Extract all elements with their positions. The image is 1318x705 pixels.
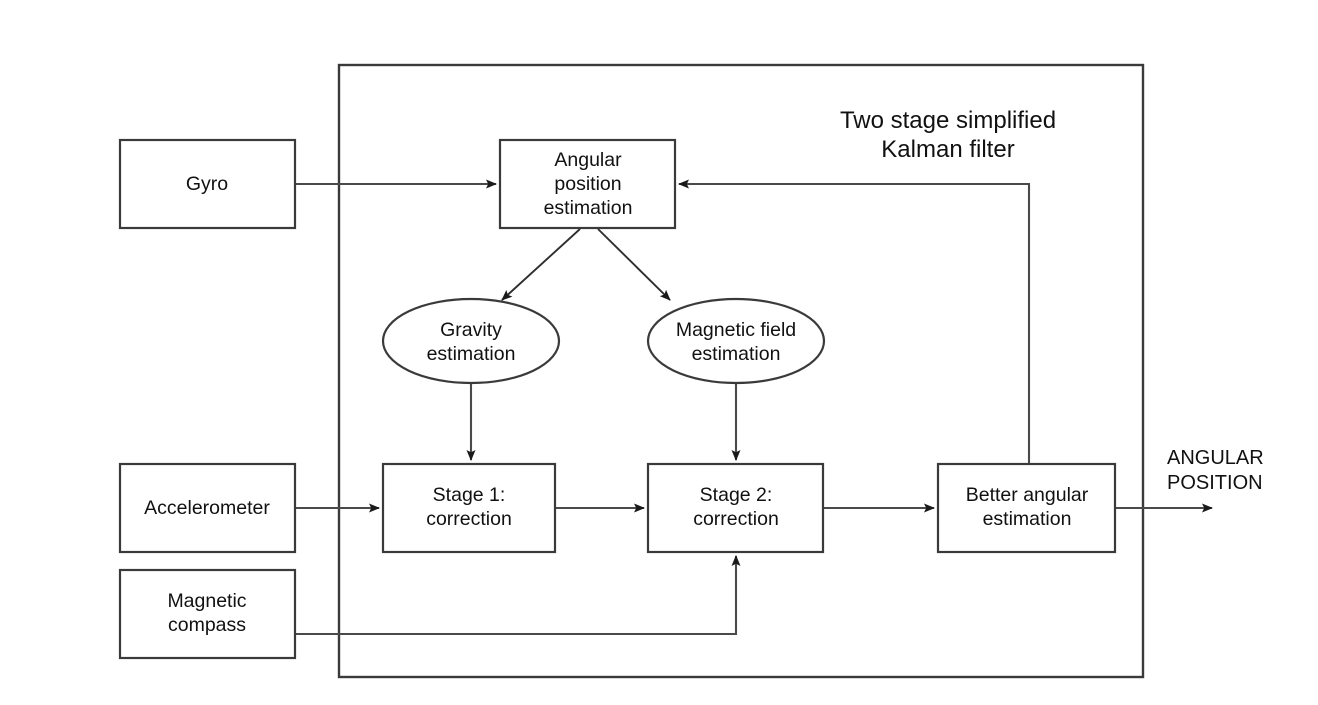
better-angular-estimation-label-line-2: estimation — [983, 508, 1072, 530]
magnetic-field-estimation-label-line-1: Magnetic field — [676, 319, 796, 341]
edge-angular-position-to-magnetic-field — [597, 228, 671, 301]
stage-2-correction-label-line-2: correction — [693, 508, 779, 530]
magnetic-field-estimation-ellipse[interactable] — [646, 297, 826, 385]
edge-layer — [295, 179, 1213, 636]
kalman-filter-container — [337, 63, 1145, 679]
angular-position-estimation-label-line-3: estimation — [544, 197, 633, 219]
angular-position-estimation-label-line-2: position — [554, 173, 621, 195]
gyro-label: Gyro — [186, 173, 228, 195]
node-gyro[interactable]: Gyro — [118, 138, 297, 230]
node-gravity-estimation[interactable]: Gravity estimation — [381, 297, 561, 385]
node-accelerometer[interactable]: Accelerometer — [118, 462, 297, 554]
edge-magnetic-compass-to-stage-2 — [295, 555, 741, 636]
edge-angular-position-to-gravity — [501, 228, 581, 301]
angular-position-output-label: ANGULAR POSITION — [1167, 447, 1264, 494]
stage-2-correction-label-line-1: Stage 2: — [700, 484, 773, 506]
stage-1-correction-label-line-2: correction — [426, 508, 512, 530]
output-label-line-2: POSITION — [1167, 472, 1263, 494]
diagram-title: Two stage simplified Kalman filter — [840, 107, 1056, 163]
node-angular-position-estimation[interactable]: Angular position estimation — [498, 138, 677, 230]
diagram-title-line-1: Two stage simplified — [840, 107, 1056, 134]
stage-1-correction-label-line-1: Stage 1: — [433, 484, 506, 506]
better-angular-estimation-label-line-1: Better angular — [966, 484, 1089, 506]
angular-position-estimation-box[interactable] — [498, 138, 677, 230]
stage-2-correction-box[interactable] — [646, 462, 825, 554]
edge-better-angular-feedback-to-angular-position — [678, 179, 1031, 464]
stage-1-correction-box[interactable] — [381, 462, 557, 554]
magnetic-field-estimation-label-line-2: estimation — [692, 343, 781, 365]
magnetic-compass-label-line-2: compass — [168, 614, 246, 636]
magnetic-compass-label-line-1: Magnetic — [167, 590, 246, 612]
gravity-estimation-label-line-1: Gravity — [440, 319, 502, 341]
accelerometer-label: Accelerometer — [144, 497, 270, 519]
gravity-estimation-ellipse[interactable] — [381, 297, 561, 385]
node-magnetic-compass[interactable]: Magnetic compass — [118, 568, 297, 660]
gyro-box[interactable] — [118, 138, 297, 230]
angular-position-estimation-label-line-1: Angular — [554, 149, 622, 171]
node-stage-2-correction[interactable]: Stage 2: correction — [646, 462, 825, 554]
output-label-line-1: ANGULAR — [1167, 447, 1264, 469]
gravity-estimation-label-line-2: estimation — [427, 343, 516, 365]
node-stage-1-correction[interactable]: Stage 1: correction — [381, 462, 557, 554]
magnetic-compass-box[interactable] — [118, 568, 297, 660]
node-magnetic-field-estimation[interactable]: Magnetic field estimation — [646, 297, 826, 385]
node-better-angular-estimation[interactable]: Better angular estimation — [936, 462, 1117, 554]
better-angular-estimation-box[interactable] — [936, 462, 1117, 554]
diagram-title-line-2: Kalman filter — [881, 136, 1014, 163]
accelerometer-box[interactable] — [118, 462, 297, 554]
